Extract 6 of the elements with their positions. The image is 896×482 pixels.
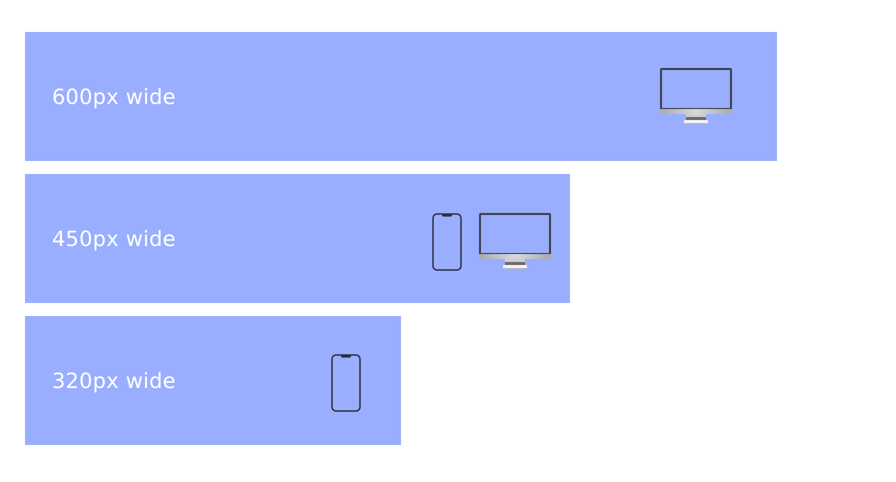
width-bar [25,174,570,303]
width-bar [25,32,777,161]
bar-label: 320px wide [52,368,176,392]
bar-label: 450px wide [52,226,176,250]
width-bar [25,316,401,445]
bar-label: 600px wide [52,84,176,108]
